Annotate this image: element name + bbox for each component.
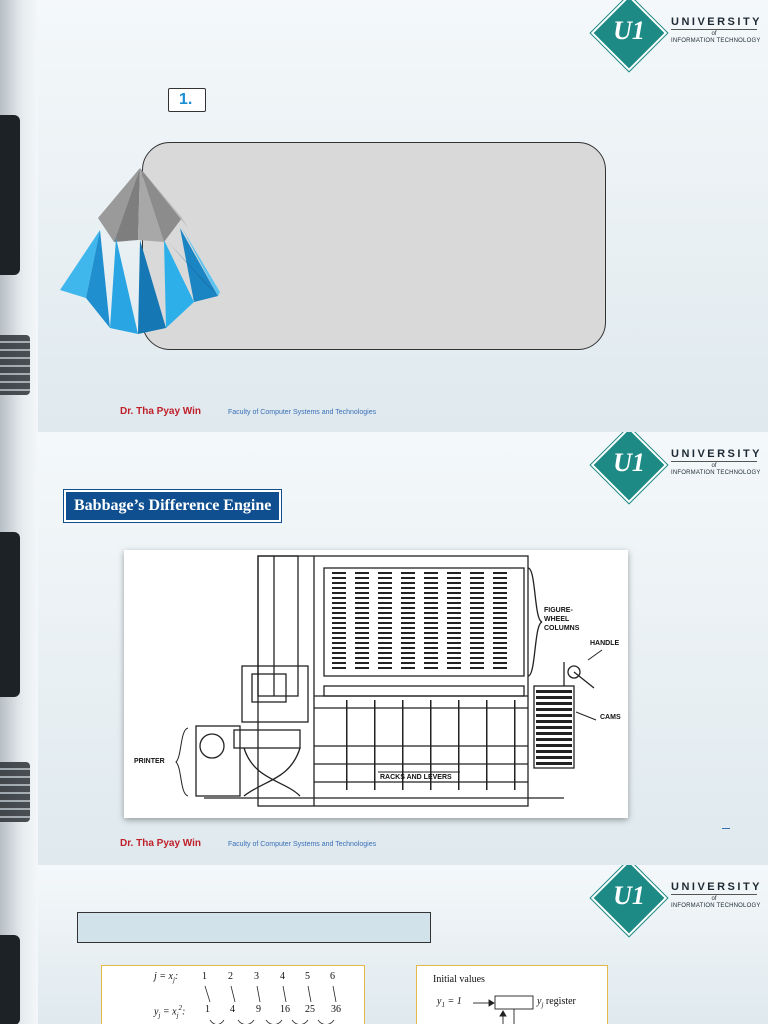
slide-2: U1 UNIVERSITY of INFORMATION TECHNOLOGY …: [0, 432, 768, 865]
footer-dash: [722, 828, 730, 829]
slide-1: U1 UNIVERSITY of INFORMATION TECHNOLOGY …: [0, 0, 768, 432]
label-racks-and-levers: RACKS AND LEVERS: [380, 774, 452, 781]
faculty-name: Faculty of Computer Systems and Technolo…: [228, 841, 377, 848]
content-box: [142, 142, 606, 350]
slide-number-scroll: 1.: [168, 88, 206, 112]
university-logo: U1 UNIVERSITY of INFORMATION TECHNOLOGY: [590, 0, 764, 72]
faculty-name: Faculty of Computer Systems and Technolo…: [228, 409, 377, 416]
laptop-background: [0, 432, 38, 865]
folded-fan-decoration: [60, 168, 220, 334]
y1-initial: y1 = 1: [437, 996, 462, 1009]
slide-title: Babbage’s Difference Engine: [64, 490, 282, 522]
register-label: yj register: [537, 996, 576, 1009]
presenter-name: Dr. Tha Pyay Win: [120, 838, 202, 849]
slide-3: U1 UNIVERSITY of INFORMATION TECHNOLOGY …: [0, 865, 768, 1024]
laptop-background: [0, 0, 38, 432]
laptop-background: [0, 865, 38, 1024]
label-printer: PRINTER: [134, 758, 165, 765]
register-diagram: Initial values y1 = 1 yj register: [416, 965, 608, 1024]
slide-title-box: [77, 912, 431, 943]
difference-arrows: [204, 985, 337, 1024]
university-logo: U1 UNIVERSITY of INFORMATION TECHNOLOGY: [590, 432, 764, 504]
label-handle: HANDLE: [590, 640, 620, 647]
label-figure-wheel: FIGURE- WHEEL COLUMNS: [544, 607, 580, 632]
initial-values-label: Initial values: [433, 974, 485, 985]
university-logo: U1 UNIVERSITY of INFORMATION TECHNOLOGY: [590, 865, 764, 937]
engine-drawing: [175, 555, 603, 807]
difference-engine-diagram: FIGURE- WHEEL COLUMNS HANDLE CAMS PRINTE…: [124, 550, 628, 818]
register-arrows: [473, 995, 534, 1024]
label-cams: CAMS: [600, 714, 621, 721]
presenter-name: Dr. Tha Pyay Win: [120, 406, 202, 417]
squares-table: j = xj: 1 2 3 4 5 6 yj = xj2: 1 4 9 16 2…: [101, 965, 365, 1024]
